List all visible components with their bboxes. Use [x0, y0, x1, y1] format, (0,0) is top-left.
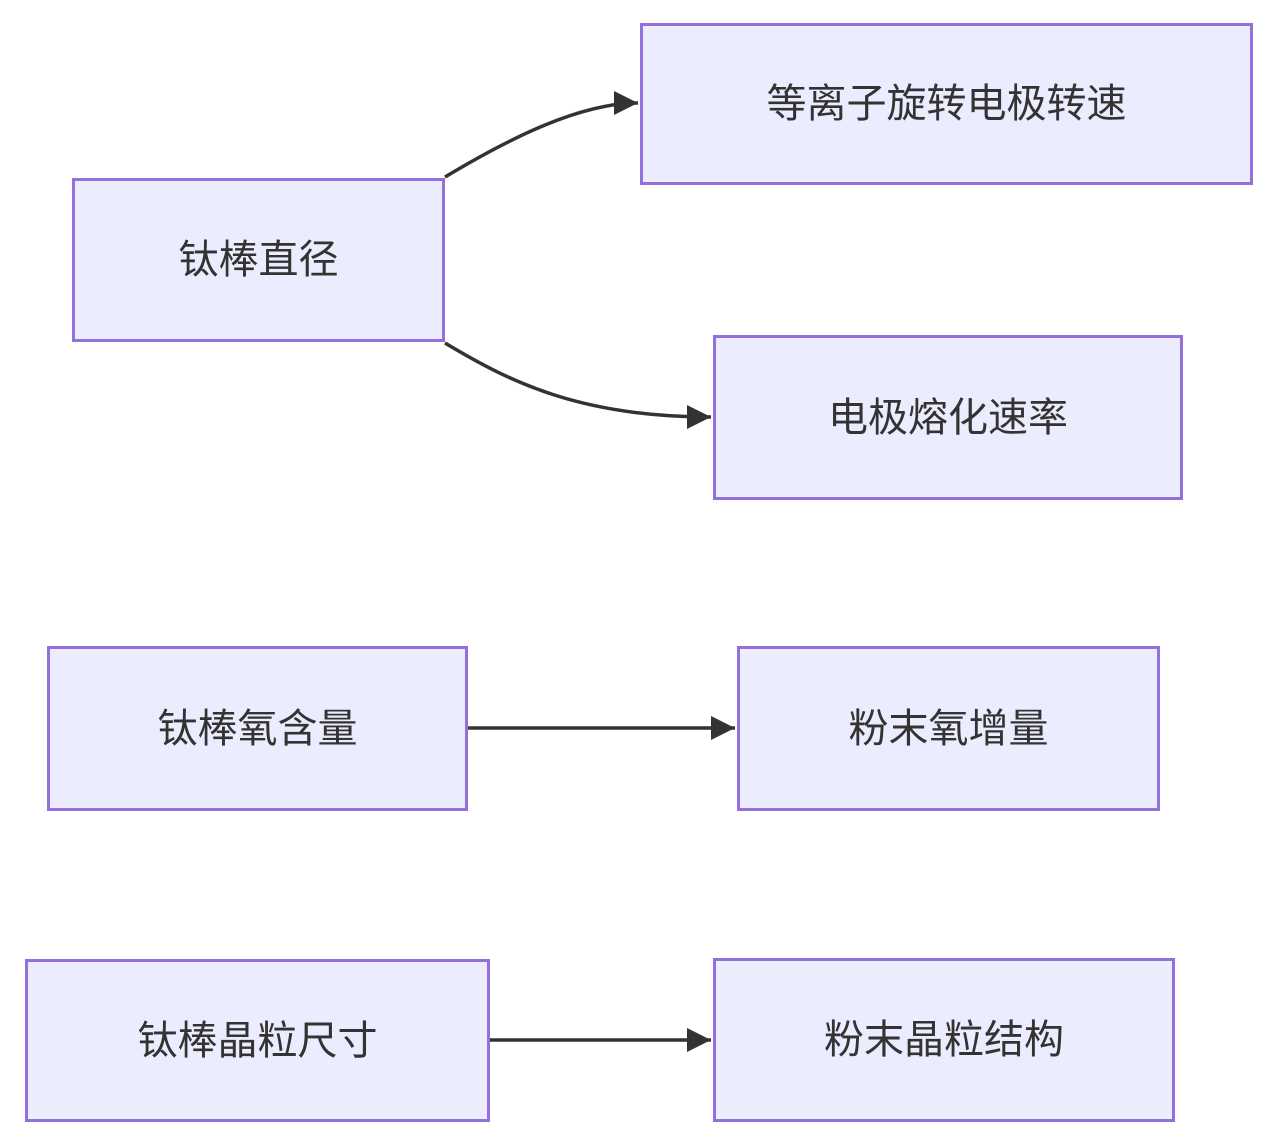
node-grain-structure: 粉末晶粒结构: [713, 958, 1175, 1122]
node-electrode-speed: 等离子旋转电极转速: [640, 23, 1253, 185]
node-grain-structure-label: 粉末晶粒结构: [824, 1018, 1064, 1062]
node-grain-size: 钛棒晶粒尺寸: [25, 959, 490, 1122]
node-electrode-speed-label: 等离子旋转电极转速: [766, 82, 1127, 126]
node-rod-diameter: 钛棒直径: [72, 178, 445, 342]
node-oxygen-increase: 粉末氧增量: [737, 646, 1160, 811]
edge-rod-diameter-to-electrode-speed: [444, 91, 639, 179]
node-oxygen-increase-label: 粉末氧增量: [848, 706, 1049, 751]
node-rod-diameter-label: 钛棒直径: [178, 238, 339, 282]
node-oxygen-content-label: 钛棒氧含量: [157, 706, 358, 751]
node-grain-size-label: 钛棒晶粒尺寸: [137, 1018, 378, 1063]
edge-rod-diameter-to-melting-rate: [444, 341, 712, 429]
node-melting-rate: 电极熔化速率: [713, 335, 1183, 500]
node-melting-rate-label: 电极熔化速率: [828, 395, 1068, 440]
node-oxygen-content: 钛棒氧含量: [47, 646, 468, 811]
